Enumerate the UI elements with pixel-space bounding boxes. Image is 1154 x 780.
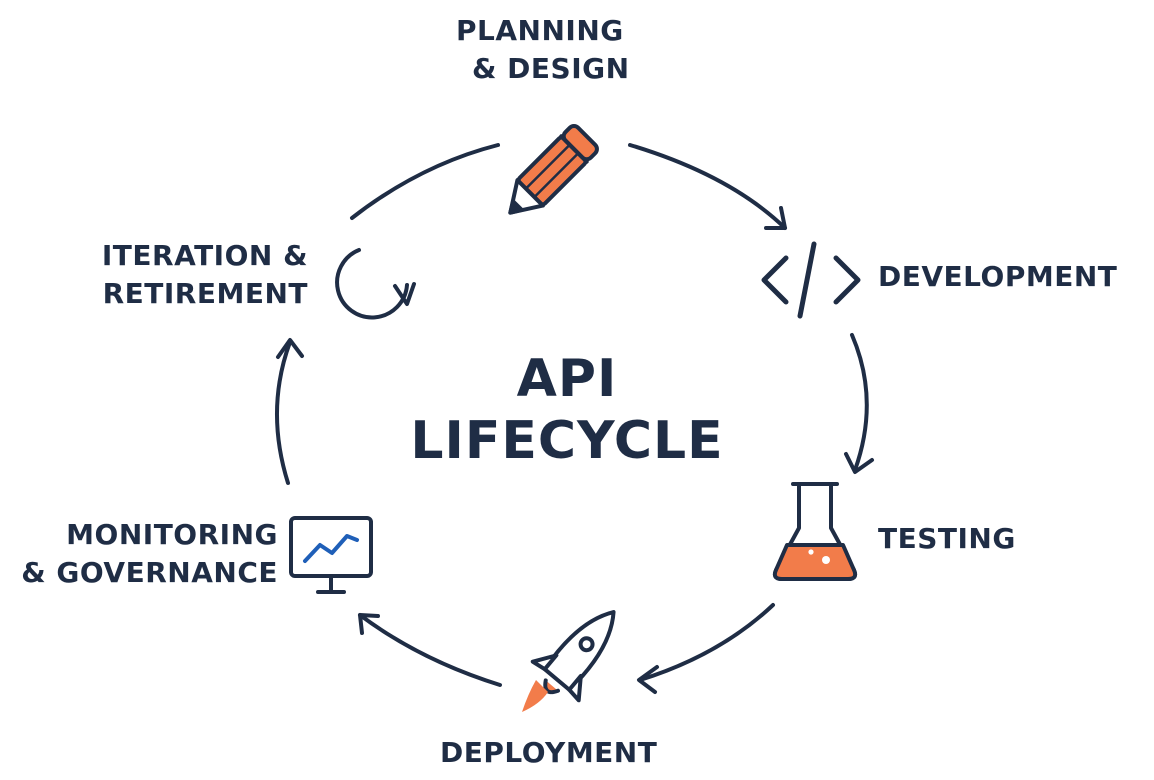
refresh-cycle-icon bbox=[335, 248, 416, 320]
stage-label-testing: TESTING bbox=[878, 520, 1016, 558]
stage-label-line: DEVELOPMENT bbox=[878, 260, 1118, 293]
stage-label-deployment: DEPLOYMENT bbox=[440, 734, 657, 772]
stage-label-line: TESTING bbox=[878, 522, 1016, 555]
code-brackets-icon bbox=[761, 241, 861, 319]
diagram-title-line: LIFECYCLE bbox=[410, 411, 724, 471]
stage-label-line: PLANNING bbox=[456, 14, 624, 47]
arc-planning-to-development bbox=[628, 143, 787, 230]
arrowhead-deployment bbox=[637, 665, 659, 694]
arrowhead-iteration bbox=[276, 338, 304, 359]
stage-label-monitoring-governance: MONITORING & GOVERNANCE bbox=[20, 516, 278, 592]
diagram-title: API LIFECYCLE bbox=[367, 348, 767, 472]
arrowhead-development bbox=[764, 206, 787, 230]
flask-icon bbox=[772, 482, 858, 581]
arc-monitoring-to-iteration bbox=[274, 340, 292, 485]
rocket-flame-icon bbox=[522, 680, 548, 712]
arrowhead-monitoring bbox=[358, 613, 380, 635]
stage-label-development: DEVELOPMENT bbox=[878, 258, 1117, 296]
stage-label-line: MONITORING bbox=[66, 518, 278, 551]
stage-label-line: & GOVERNANCE bbox=[21, 556, 278, 589]
arc-deployment-to-monitoring bbox=[358, 613, 502, 687]
pencil-icon bbox=[508, 124, 599, 215]
arc-development-to-testing bbox=[850, 333, 869, 472]
arc-iteration-to-planning bbox=[350, 143, 500, 220]
arc-testing-to-deployment bbox=[638, 603, 775, 682]
rocket-icon bbox=[530, 610, 616, 703]
stage-label-planning-design: PLANNING & DESIGN bbox=[456, 12, 656, 88]
arrowhead-testing bbox=[844, 452, 874, 474]
monitor-chart-icon bbox=[289, 516, 373, 594]
stage-label-line: ITERATION & bbox=[101, 239, 308, 272]
stage-label-iteration-retirement: ITERATION & RETIREMENT bbox=[60, 237, 308, 313]
stage-label-line: & DESIGN bbox=[472, 52, 630, 85]
stage-label-line: DEPLOYMENT bbox=[440, 736, 658, 769]
diagram-title-line: API bbox=[516, 349, 618, 409]
stage-label-line: RETIREMENT bbox=[102, 277, 308, 310]
